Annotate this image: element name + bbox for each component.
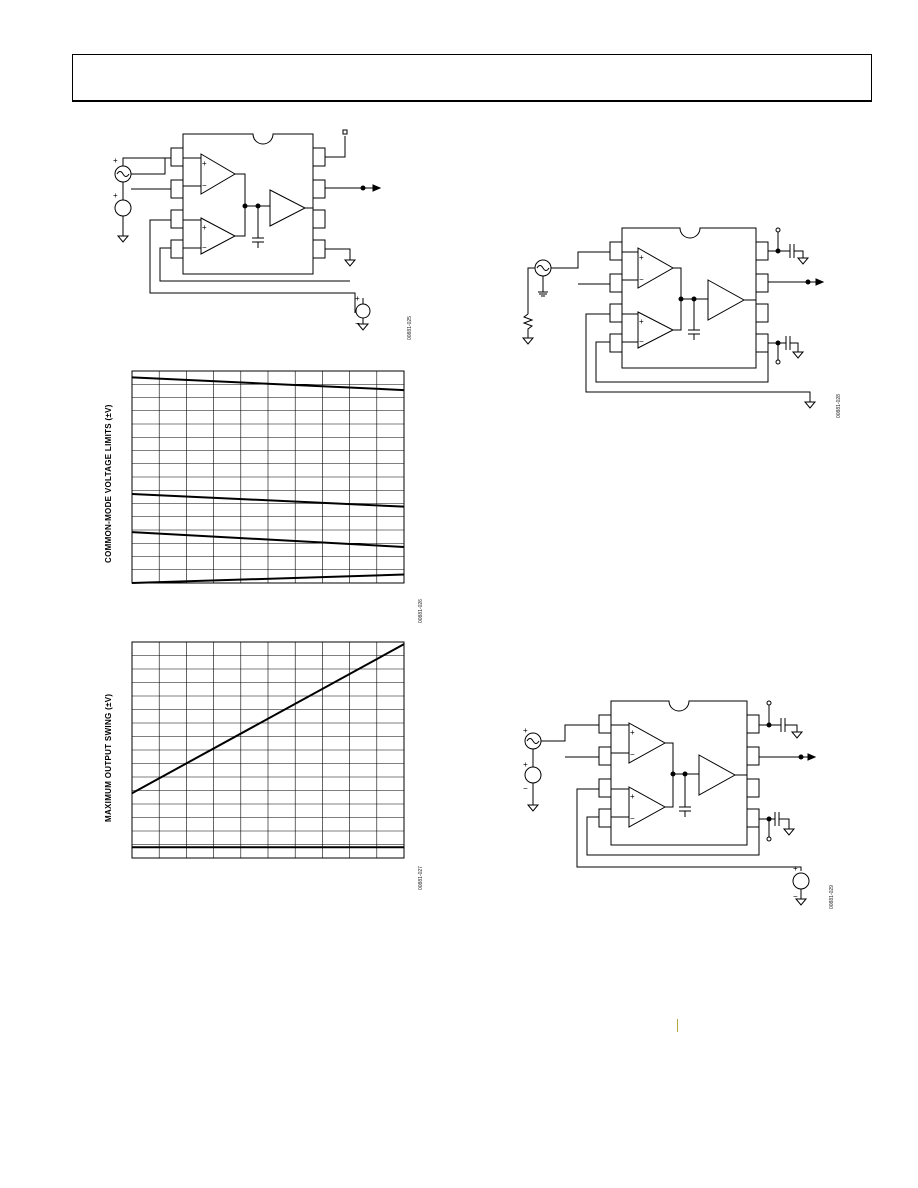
- svg-text:+: +: [113, 156, 118, 165]
- svg-text:+: +: [113, 191, 118, 200]
- svg-text:+: +: [630, 792, 635, 801]
- svg-text:−: −: [639, 337, 644, 346]
- svg-text:+: +: [639, 253, 644, 262]
- svg-text:+: +: [355, 294, 360, 303]
- svg-text:+: +: [202, 223, 207, 232]
- figure-id-4: 00881-028: [836, 394, 842, 418]
- svg-text:−: −: [639, 275, 644, 284]
- svg-text:+: +: [202, 159, 207, 168]
- figure-id-5: 00881-029: [829, 885, 835, 909]
- figure-id-3: 00881-027: [418, 866, 424, 890]
- svg-text:−: −: [630, 814, 635, 823]
- figure-id-1: 00881-025: [407, 316, 413, 340]
- chart1-plot: [131, 370, 405, 584]
- svg-text:+: +: [639, 317, 644, 326]
- chart2-y-axis-label: MAXIMUM OUTPUT SWING (±V): [104, 693, 113, 822]
- chart1-series-line-3: [131, 531, 405, 548]
- svg-text:+: +: [793, 864, 798, 873]
- svg-text:−: −: [523, 784, 528, 793]
- chart-max-output-swing: MAXIMUM OUTPUT SWING (±V) 00881-027: [100, 636, 430, 896]
- footer-accent-rule: [677, 1019, 678, 1032]
- circuit-diagram-1: + − + − + + + − 00881-025: [105, 128, 413, 340]
- chart2-series-line-1: [131, 643, 405, 795]
- svg-text:+: +: [523, 760, 528, 769]
- svg-text:+: +: [630, 728, 635, 737]
- figure-id-2: 00881-026: [418, 599, 424, 623]
- chart1-y-axis-label: COMMON-MODE VOLTAGE LIMITS (±V): [104, 404, 113, 563]
- chart-common-mode-limits: COMMON-MODE VOLTAGE LIMITS (±V) 00881-02…: [100, 365, 430, 625]
- svg-text:−: −: [793, 892, 798, 901]
- svg-text:−: −: [202, 181, 207, 190]
- circuit-diagram-3: + − + − + + − + − 00881-029: [505, 695, 835, 915]
- circuit-diagram-2: + − + − 00881-028: [518, 222, 842, 422]
- svg-text:−: −: [202, 243, 207, 252]
- chart1-series-line-4: [131, 573, 405, 584]
- chart2-plot: [131, 641, 405, 859]
- page-header: [72, 54, 872, 102]
- svg-text:−: −: [630, 750, 635, 759]
- chart1-series-line-2: [131, 492, 405, 508]
- svg-text:+: +: [523, 726, 528, 735]
- chart1-series-line-1: [131, 376, 405, 392]
